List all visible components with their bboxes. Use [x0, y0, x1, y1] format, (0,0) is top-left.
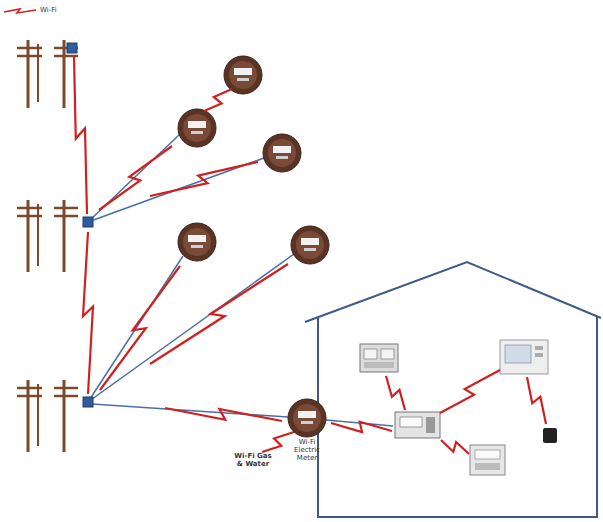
meter-plate — [191, 131, 203, 134]
meter-face — [183, 114, 211, 142]
network-links — [88, 134, 393, 426]
meter-display — [188, 235, 206, 242]
house-outline — [305, 262, 601, 517]
meter-body — [178, 223, 216, 261]
meter-face — [268, 139, 296, 167]
wifi-bolt — [527, 377, 546, 424]
home-devices — [360, 340, 557, 475]
meter-display — [301, 238, 319, 245]
meter-face — [183, 228, 211, 256]
wifi-bolt — [331, 422, 392, 432]
wifi-bolts — [74, 56, 546, 454]
meter-face — [229, 61, 257, 89]
meter-display — [234, 68, 252, 75]
meter-body — [288, 399, 326, 437]
meter-body — [178, 109, 216, 147]
meter-plate — [304, 248, 316, 251]
wifi-bolt — [74, 56, 87, 214]
utility-poles — [17, 40, 78, 452]
wifi-bolt — [262, 432, 294, 452]
legend-wifi-symbol — [4, 9, 36, 13]
wifi-bolt — [204, 89, 232, 111]
wifi-bolt — [165, 408, 282, 421]
wifi-bolt — [150, 162, 258, 196]
meter-body — [224, 56, 262, 94]
wifi-bolt — [441, 440, 469, 454]
meter-face — [293, 404, 321, 432]
meter-plate — [191, 245, 203, 248]
meter-icon — [287, 398, 327, 438]
collector-squares — [67, 43, 93, 407]
meter-label: Wi-Fi Gas & Water — [232, 452, 274, 468]
electric-meter: Wi-Fi Electric Meter — [281, 398, 333, 462]
meter-body — [263, 134, 301, 172]
meter-display — [188, 121, 206, 128]
meter-plate — [276, 156, 288, 159]
meter-display — [298, 411, 316, 418]
wifi-bolt — [99, 146, 172, 210]
legend-text: Wi-Fi — [40, 6, 57, 14]
meter-body — [291, 226, 329, 264]
wifi-bolt — [83, 232, 93, 394]
wifi-bolt — [386, 376, 405, 410]
wifi-bolt — [150, 264, 288, 364]
meter-label: Wi-Fi Electric Meter — [288, 438, 326, 462]
wifi-bolt — [100, 266, 180, 390]
smart-meters — [178, 56, 329, 264]
meter-face — [296, 231, 324, 259]
meter-plate — [237, 78, 249, 81]
meter-display — [273, 146, 291, 153]
meter-plate — [301, 421, 313, 424]
wifi-bolt — [440, 370, 500, 413]
